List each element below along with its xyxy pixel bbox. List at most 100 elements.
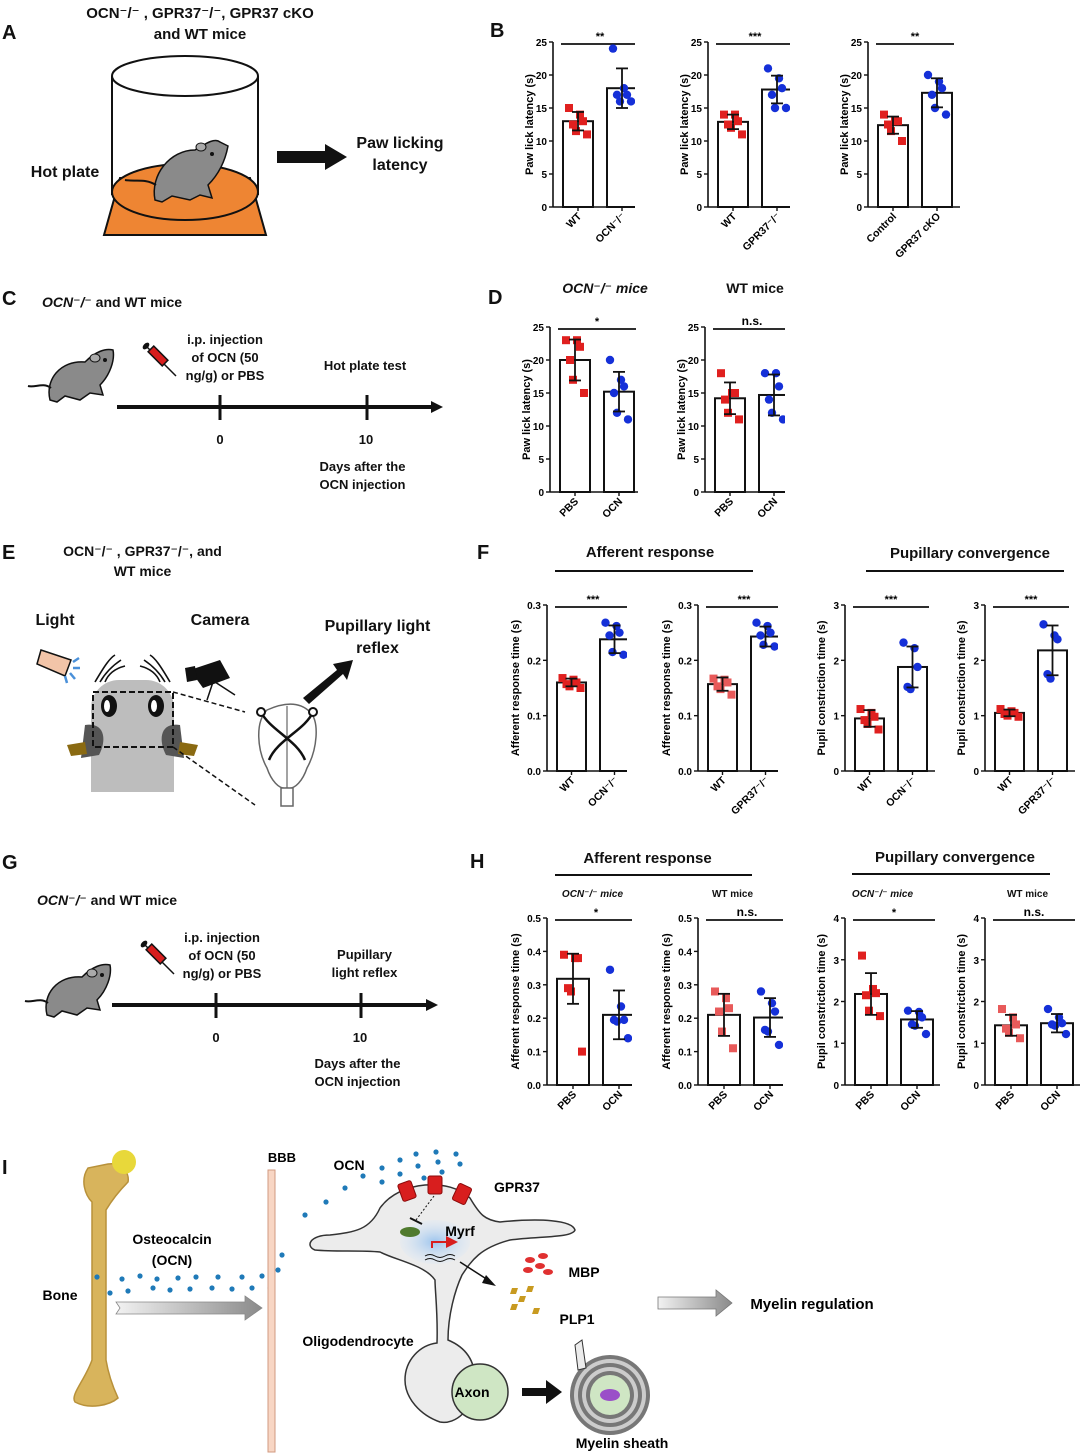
y-tick-label: 3 [833, 956, 839, 967]
mouse-icon [24, 963, 112, 1018]
data-point [605, 355, 615, 365]
x-tick-label: WT [564, 210, 584, 230]
ocn-ko-label: OCN⁻/⁻ [42, 294, 92, 310]
hot-plate-cylinder-illustration [102, 55, 268, 236]
ocn-dot [275, 1267, 281, 1273]
y-axis-label: Pupil constriction time (s) [956, 620, 968, 755]
data-point [1053, 635, 1062, 644]
y-tick-label: 2 [973, 998, 979, 1009]
data-point [731, 389, 739, 397]
data-point [619, 1015, 629, 1025]
data-point [766, 628, 775, 637]
x-tick-label: OCN⁻/⁻ [586, 775, 621, 810]
y-tick-label: 2 [973, 656, 979, 667]
oligodendrocyte-label: Oligodendrocyte [302, 1333, 413, 1349]
ocn-dot [397, 1157, 403, 1163]
y-tick-label: 0.3 [678, 981, 692, 992]
data-point [608, 44, 618, 53]
y-axis-label: Paw lick latency (s) [679, 74, 691, 175]
y-tick-label: 0.2 [678, 656, 692, 667]
data-point [1012, 1020, 1020, 1029]
data-point [718, 1027, 726, 1036]
timeline-axis [112, 993, 438, 1018]
y-tick-label: 20 [533, 356, 545, 367]
plp1-protein-icons [510, 1286, 540, 1314]
x-tick-label: PBS [557, 496, 581, 520]
bone-icon [73, 1150, 136, 1407]
y-tick-label: 0 [973, 767, 979, 778]
x-tick-label: GPR37⁻/⁻ [1016, 775, 1059, 818]
y-axis-label: Pupil constriction time (s) [816, 934, 828, 1069]
bar-control [854, 992, 888, 1086]
x-tick-label: OCN [898, 1089, 923, 1114]
light-source-icon [36, 649, 80, 684]
x-tick-label: Control [864, 211, 899, 246]
x-tick-label: GPR37 cKO [893, 211, 943, 261]
data-point [770, 103, 780, 113]
data-point [711, 987, 719, 996]
data-point [572, 678, 581, 687]
injection-label-line3: ng/g) or PBS [182, 966, 262, 981]
panel-d-title-left: OCN⁻/⁻ mice [540, 280, 670, 297]
data-point [583, 130, 591, 139]
panel-letter-f: F [477, 542, 490, 564]
data-point [1057, 1019, 1067, 1028]
arrow-right-icon [522, 1380, 562, 1404]
ocn-dot [239, 1274, 245, 1280]
panel-d-title-right: WT mice [726, 280, 784, 296]
panel-h-group-pupillary: Pupillary convergence [874, 849, 1036, 866]
y-tick-label: 0.1 [678, 1048, 692, 1059]
bar-treatment [602, 1013, 632, 1086]
data-point [856, 705, 865, 714]
data-point [619, 650, 627, 659]
data-point [1005, 1028, 1013, 1037]
injection-label-line2: of OCN (50 [188, 948, 256, 963]
y-axis-label: Afferent response time (s) [510, 620, 522, 757]
timeline-tick-label-0: 0 [216, 432, 224, 447]
y-tick-label: 5 [856, 170, 862, 181]
mbp-protein-icons [523, 1253, 553, 1275]
y-tick-label: 1 [973, 712, 979, 723]
camera-icon [185, 660, 236, 701]
y-axis-label: Paw lick latency (s) [524, 74, 536, 175]
panel-h-group-afferent: Afferent response [583, 850, 712, 867]
osteocalcin-label-line2: (OCN) [152, 1252, 192, 1268]
y-tick-label: 5 [696, 170, 702, 181]
ocn-dot [453, 1151, 459, 1157]
y-tick-label: 0.2 [678, 1014, 692, 1025]
significance-label: n.s. [1024, 905, 1045, 919]
data-point [727, 123, 735, 132]
data-point [1014, 712, 1023, 721]
data-point [870, 712, 879, 721]
ocn-dot [379, 1179, 385, 1185]
ocn-dot [457, 1161, 463, 1167]
myrf-label: Myrf [445, 1223, 475, 1239]
y-tick-label: 0.3 [527, 981, 541, 992]
data-point [752, 618, 761, 627]
data-point [874, 725, 883, 734]
x-tick-label: PBS [712, 496, 736, 520]
data-point [615, 628, 624, 637]
ocn-label: OCN [333, 1157, 364, 1173]
panel-c-mice-label: OCN⁻/⁻ and WT mice [42, 294, 182, 311]
data-point [1050, 1021, 1060, 1030]
regulation-arrow [657, 1289, 733, 1317]
data-point [937, 84, 947, 93]
myelin-sheath-label: Myelin sheath [576, 1435, 669, 1451]
axon-label: Axon [455, 1384, 490, 1400]
y-axis-label: Afferent response time (s) [661, 620, 673, 757]
data-point [717, 369, 725, 378]
data-point [760, 369, 770, 378]
y-tick-label: 15 [688, 389, 700, 400]
panel-h-subtitle-1-text: OCN⁻/⁻ mice [561, 889, 624, 900]
y-axis-label: Afferent response time (s) [661, 933, 673, 1070]
data-point [880, 110, 888, 119]
y-tick-label: 25 [536, 38, 548, 49]
y-tick-label: 0.5 [678, 914, 692, 925]
y-tick-label: 5 [541, 170, 547, 181]
data-point [562, 336, 570, 345]
myelin-pathway-illustration: Bone Osteocalcin (OCN) BBB OCN Axon Olig… [43, 1149, 874, 1453]
